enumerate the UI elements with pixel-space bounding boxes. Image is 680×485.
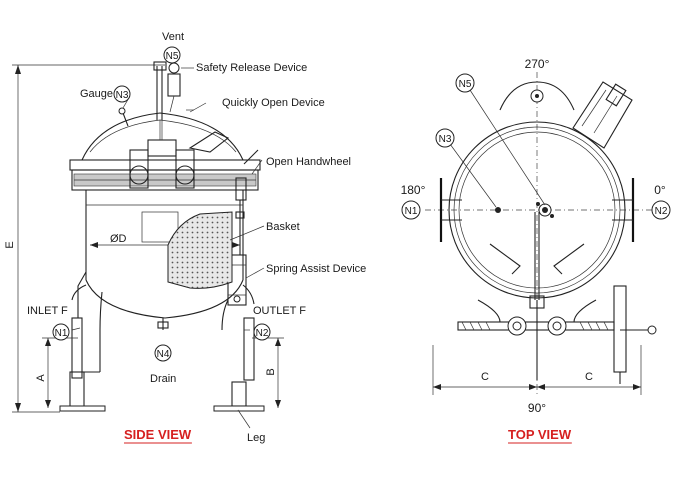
angle-270-label: 270°	[525, 57, 550, 71]
marker-n2-side: N2	[253, 323, 271, 341]
svg-text:N1: N1	[405, 206, 418, 217]
dimension-c-left-label: C	[481, 371, 489, 383]
baffle-right	[553, 243, 585, 275]
dimension-a-label: A	[35, 374, 47, 382]
marker-n5-top: N5	[455, 73, 475, 93]
marker-n5-side: N5	[163, 46, 181, 64]
vent-label: Vent	[162, 31, 184, 43]
drain-nozzle	[157, 318, 169, 330]
dimension-b-label: B	[265, 368, 277, 375]
svg-text:N3: N3	[116, 90, 129, 101]
clamp-bar	[457, 295, 615, 380]
dimension-e-label: E	[4, 241, 16, 248]
vessel-body: ØD	[69, 61, 261, 319]
open-handwheel-label: Open Handwheel	[266, 156, 351, 168]
svg-text:N4: N4	[157, 349, 170, 360]
side-view: E ØD	[4, 31, 366, 444]
vessel-inner-circle	[453, 126, 621, 294]
svg-text:N2: N2	[655, 206, 668, 217]
safety-release-label: Safety Release Device	[196, 62, 307, 74]
svg-text:N5: N5	[459, 79, 472, 90]
vessel-outer-circle	[448, 121, 626, 299]
outlet-pipe	[221, 284, 255, 381]
leader-n5	[469, 89, 546, 206]
side-view-title: SIDE VIEW	[124, 427, 192, 442]
drain-label: Drain	[150, 373, 176, 385]
basket	[167, 211, 233, 289]
marker-n4-side: N4	[154, 344, 172, 362]
angle-90-label: 90°	[528, 401, 546, 415]
gauge-nozzle	[495, 207, 501, 213]
flange-right	[612, 178, 635, 242]
legs	[59, 371, 265, 429]
leader-n3	[449, 143, 497, 208]
svg-text:N2: N2	[256, 328, 269, 339]
svg-text:N3: N3	[439, 134, 452, 145]
angle-0-label: 0°	[654, 183, 666, 197]
marker-n3-top: N3	[435, 128, 455, 148]
dimension-c: C C	[432, 345, 642, 395]
top-view: C C N5 N3 N1 N2 270° 180° 0° 90° TOP VIE…	[401, 57, 671, 444]
gauge-label: Gauge	[80, 88, 113, 100]
baffle-left	[489, 243, 521, 275]
marker-n3-side: N3	[113, 85, 131, 103]
inlet-label: INLET F	[27, 305, 68, 317]
dimension-c-right-label: C	[585, 371, 593, 383]
top-view-title: TOP VIEW	[508, 427, 572, 442]
side-leaders	[71, 67, 265, 331]
diameter-label: ØD	[110, 233, 127, 245]
dimension-b: B	[252, 337, 284, 408]
handwheel-top	[613, 285, 657, 384]
spring-assist-label: Spring Assist Device	[266, 263, 366, 275]
outlet-label: OUTLET F	[253, 305, 306, 317]
angle-180-label: 180°	[401, 183, 426, 197]
svg-text:N5: N5	[166, 51, 179, 62]
basket-label: Basket	[266, 221, 300, 233]
dimension-e: E	[4, 64, 165, 413]
marker-n2-top: N2	[651, 200, 671, 220]
inlet-pipe	[71, 271, 103, 379]
flange-left	[439, 178, 462, 242]
marker-n1-top: N1	[401, 200, 421, 220]
hinge-assembly	[572, 81, 633, 149]
svg-text:N1: N1	[55, 328, 68, 339]
quick-open-label: Quickly Open Device	[222, 97, 325, 109]
marker-n1-side: N1	[52, 323, 70, 341]
leg-label: Leg	[247, 432, 265, 444]
